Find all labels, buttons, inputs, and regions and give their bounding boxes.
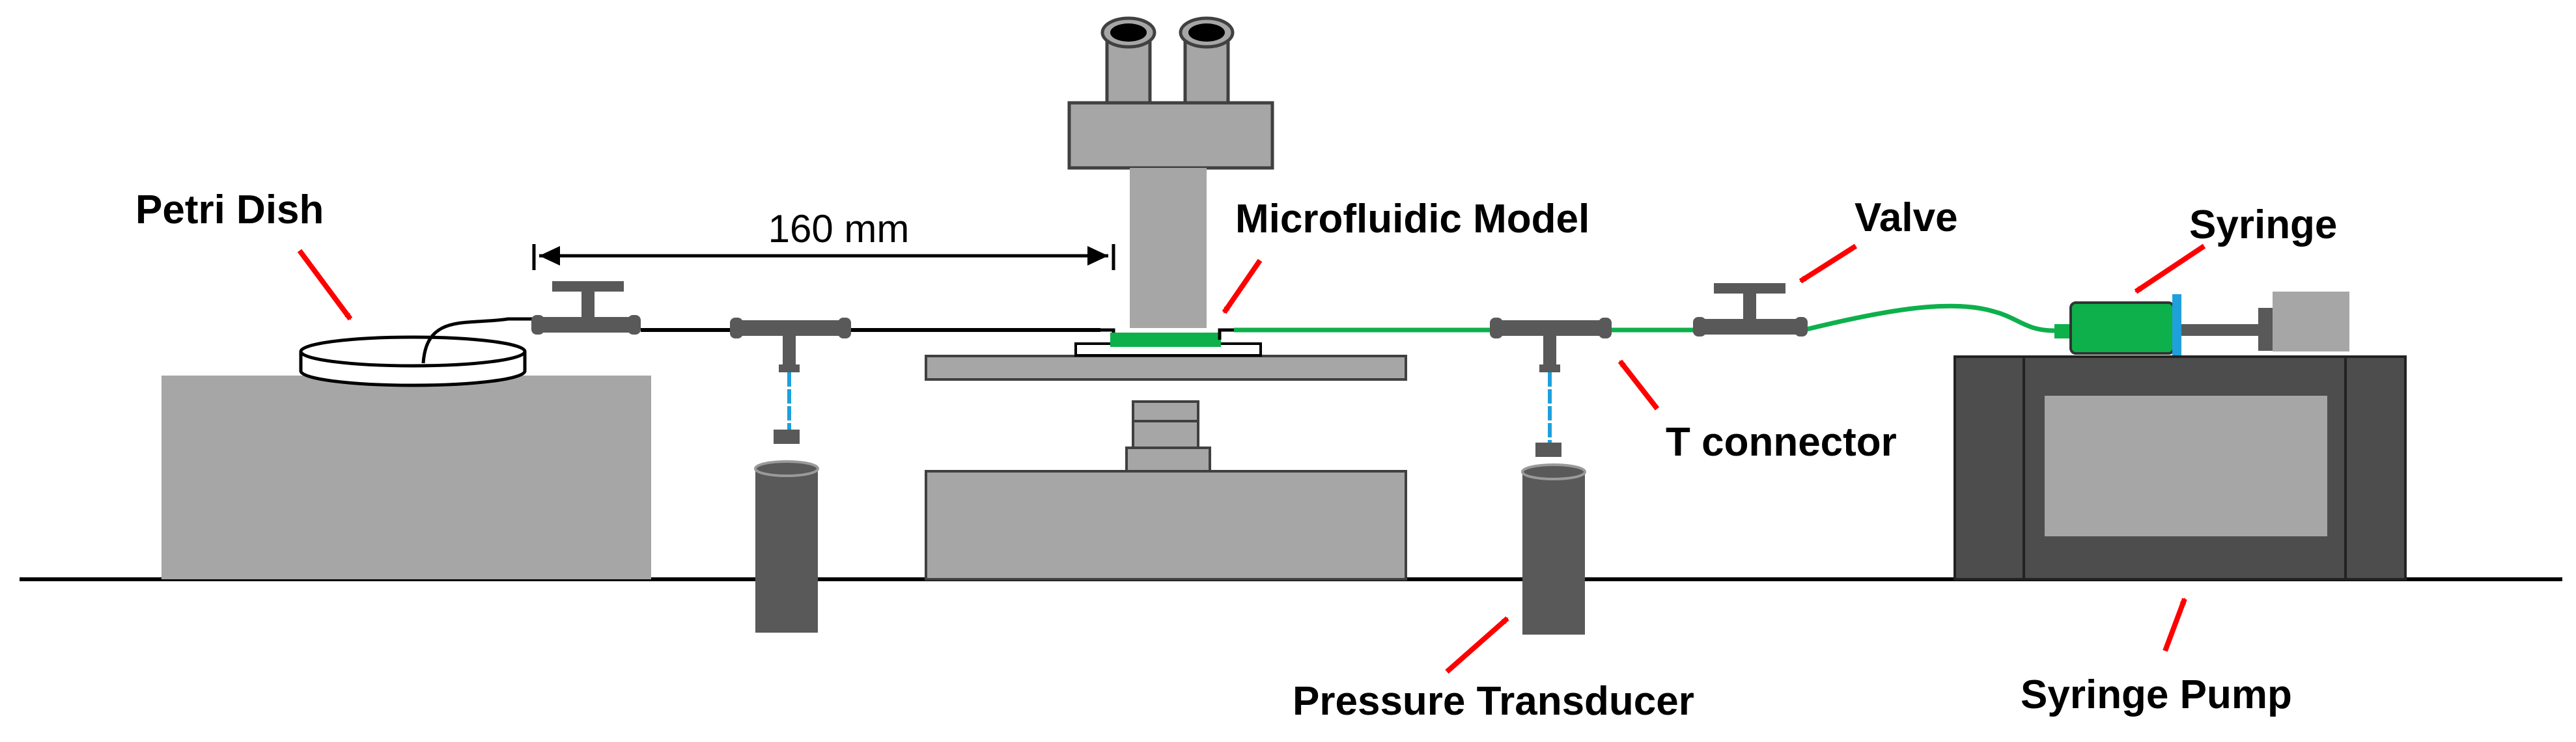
left-valve xyxy=(531,281,641,335)
arrow-t-connector xyxy=(1617,359,1660,411)
light-source xyxy=(1132,400,1199,424)
label-petri-dish: Petri Dish xyxy=(135,187,324,232)
arrow-syringe xyxy=(2134,243,2206,294)
petri-dish xyxy=(299,317,534,387)
arrow-petri-dish xyxy=(297,249,353,321)
label-syringe-pump: Syringe Pump xyxy=(2021,672,2292,717)
arrow-microfluidic-model xyxy=(1222,258,1263,314)
arrow-pressure-transducer xyxy=(1445,616,1509,674)
microscope-column xyxy=(1130,168,1207,328)
microfluidic-model xyxy=(1110,333,1221,347)
dimension-label: 160 mm xyxy=(768,207,910,251)
left-pressure-transducer xyxy=(754,430,819,633)
microscope-stage xyxy=(925,355,1407,381)
light-source-base xyxy=(1125,447,1211,473)
label-pressure-transducer: Pressure Transducer xyxy=(1293,679,1694,724)
left-t-connector xyxy=(730,318,851,372)
arrow-syringe-pump xyxy=(2163,598,2187,652)
dimension-line xyxy=(532,244,1115,270)
label-microfluidic-model: Microfluidic Model xyxy=(1235,197,1589,241)
light-source-lower xyxy=(1132,420,1199,450)
microscope-base xyxy=(925,470,1407,581)
right-t-connector xyxy=(1490,318,1612,372)
right-pressure-transducer xyxy=(1521,443,1586,635)
label-valve: Valve xyxy=(1855,195,1958,240)
pump-display xyxy=(2045,396,2327,536)
syringe-tube xyxy=(1803,303,2055,333)
petri-dish-stand xyxy=(161,376,651,579)
syringe-plunger-head xyxy=(2258,308,2273,351)
microscope-head xyxy=(1067,101,1274,170)
syringe xyxy=(2054,294,2273,362)
syringe-flange xyxy=(2172,294,2181,362)
syringe-tip xyxy=(2054,324,2074,338)
right-valve xyxy=(1693,283,1808,337)
syringe-pump xyxy=(1953,355,2407,581)
label-t-connector: T connector xyxy=(1666,420,1897,465)
label-syringe: Syringe xyxy=(2189,202,2337,247)
right-tube-end xyxy=(1218,328,1234,340)
syringe-plunger-rod xyxy=(2181,324,2273,336)
syringe-barrel xyxy=(2069,301,2175,355)
arrow-valve xyxy=(1799,243,1858,284)
microscope xyxy=(925,16,1407,581)
pump-pusher-block xyxy=(2273,292,2349,351)
